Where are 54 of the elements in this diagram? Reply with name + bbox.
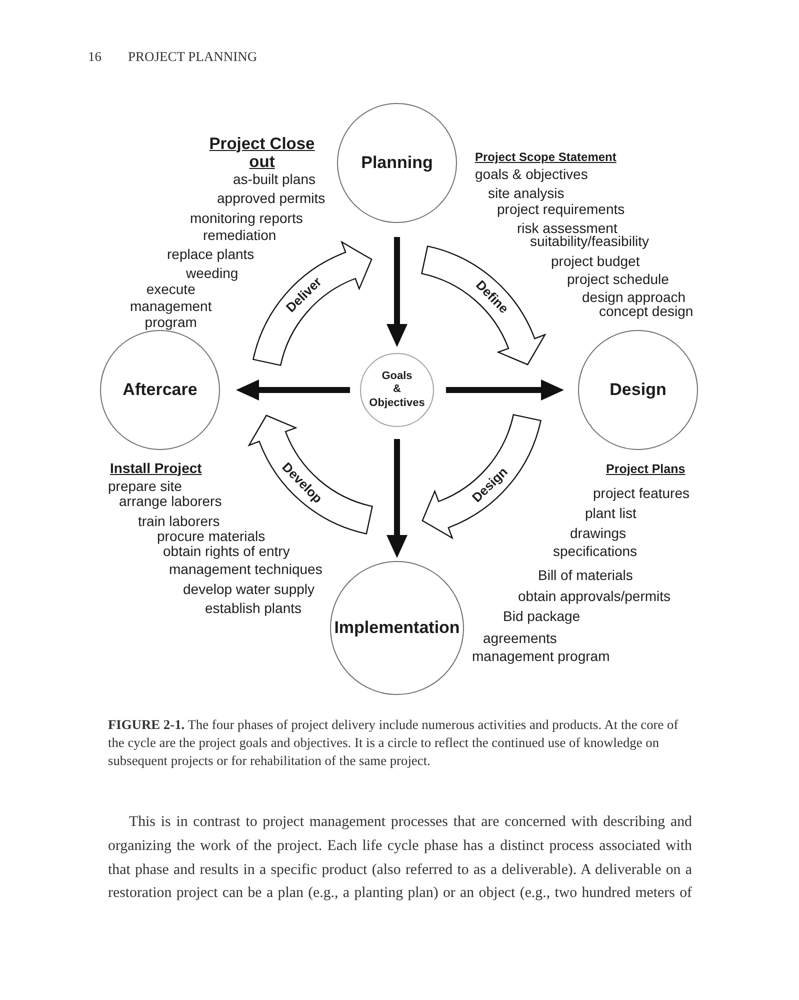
list-heading: Project Plans xyxy=(606,462,686,476)
list-heading: Project Scope Statement xyxy=(475,150,616,164)
list-item: execute management program xyxy=(130,281,212,330)
list-item: management techniques xyxy=(169,562,322,576)
list-item: obtain approvals/permits xyxy=(518,588,671,602)
list-item: project schedule xyxy=(567,272,669,286)
list-item: specifications xyxy=(553,544,638,558)
list-item: remediation xyxy=(203,228,276,242)
list-item: project features xyxy=(593,486,690,500)
list-item: risk assessment xyxy=(517,220,618,234)
arrow xyxy=(236,380,350,400)
list-item: as-built plans xyxy=(233,172,316,186)
list-item: suitability/feasibility xyxy=(530,234,650,248)
list-item: procure materials xyxy=(157,528,266,542)
list-item: goals & objectives xyxy=(475,166,588,180)
list-item: Bid package xyxy=(503,608,580,622)
arrow xyxy=(446,380,564,400)
list-item: Bill of materials xyxy=(538,568,633,582)
list-item: agreements xyxy=(483,630,557,644)
phase-name: Implementation xyxy=(334,618,460,638)
list-item: arrange laborers xyxy=(119,494,222,508)
list-item: project requirements xyxy=(497,202,625,216)
list-item: train laborers xyxy=(138,514,220,528)
list-heading: Install Project xyxy=(110,460,202,474)
curved-block-arrow xyxy=(248,414,373,534)
list-item: design approach xyxy=(582,290,686,304)
phase-name: Design xyxy=(610,380,666,400)
arrow xyxy=(386,439,408,558)
list-item: replace plants xyxy=(167,246,254,260)
list-item: weeding xyxy=(186,266,238,280)
list-item: prepare site xyxy=(108,478,182,492)
running-header: PROJECT PLANNING xyxy=(128,50,258,64)
arrow xyxy=(386,237,408,347)
list-item: plant list xyxy=(585,506,636,520)
curved-block-arrow xyxy=(421,246,546,366)
list-item: establish plants xyxy=(205,600,302,614)
phase-name: Aftercare xyxy=(122,380,198,400)
curved-block-arrow xyxy=(252,241,372,366)
list-item: drawings xyxy=(570,526,626,540)
list-item: approved permits xyxy=(217,190,326,204)
figure-caption: FIGURE 2-1. The four phases of project delivery include numerous activities and products. At the core of the cycle are the project goals and objectives. It is a circle to reflect the continued use of knowledge on subsequent projects or for rehabilitation of the same project. xyxy=(108,716,680,770)
body-paragraph: This is in contrast to project management processes that are concerned with describing and organizing the work of the project. Each life cycle phase has a distinct process associated with that phase and results in a specific product (also referred to as a deliverable). A deliverable on a restoration project can be a plan (e.g., a planting plan) or an object (e.g., two hundred meters of xyxy=(108,813,692,904)
list-item: management program xyxy=(472,648,610,662)
list-item: site analysis xyxy=(488,186,564,200)
page-number: 16 xyxy=(88,50,102,64)
list-item: project budget xyxy=(551,254,640,268)
list-item: obtain rights of entry xyxy=(163,544,290,558)
phase-name: Planning xyxy=(361,153,433,173)
list-item: monitoring reports xyxy=(190,210,303,224)
curved-block-arrow xyxy=(422,414,542,539)
list-heading: Project Close out xyxy=(208,134,316,170)
list-item: concept design xyxy=(599,304,694,318)
core-label: Goals & Objectives xyxy=(369,370,425,410)
list-item: develop water supply xyxy=(183,582,315,596)
